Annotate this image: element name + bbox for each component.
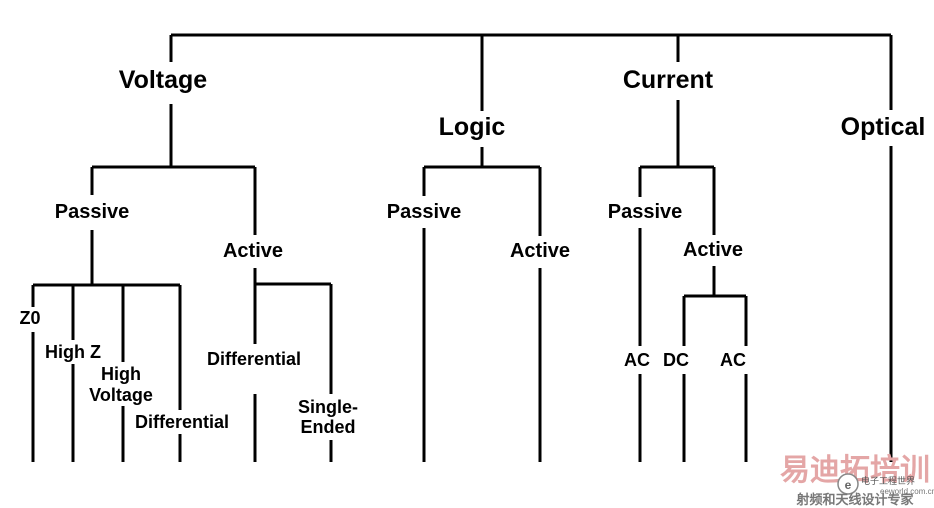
watermark-site: eeworld.com.cn bbox=[880, 487, 934, 496]
logic-active-label: Active bbox=[510, 240, 570, 262]
current-passive-ac-label: AC bbox=[624, 350, 650, 370]
single-ended-label-line2: Ended bbox=[300, 417, 355, 437]
voltage-passive-label: Passive bbox=[55, 201, 130, 223]
watermark-logo-text: 电子工程世界 bbox=[861, 475, 915, 487]
high-voltage-label-line1: High bbox=[101, 364, 141, 384]
current-active-ac-label: AC bbox=[720, 350, 746, 370]
eeworld-logo-icon bbox=[837, 473, 859, 495]
watermark: 易迪拓培训 e 电子工程世界 eeworld.com.cn 射频和天线设计专家 bbox=[780, 453, 934, 508]
logic-label: Logic bbox=[439, 113, 506, 141]
optical-label: Optical bbox=[841, 113, 926, 141]
current-label: Current bbox=[623, 66, 714, 94]
voltage-active-label: Active bbox=[223, 240, 283, 262]
current-active-label: Active bbox=[683, 239, 743, 261]
logic-passive-label: Passive bbox=[387, 201, 462, 223]
voltage-active-differential-label: Differential bbox=[207, 349, 301, 369]
svg-text:e: e bbox=[845, 478, 852, 492]
voltage-passive-differential-label: Differential bbox=[135, 412, 229, 432]
high-z-label: High Z bbox=[45, 342, 101, 362]
single-ended-label-line1: Single- bbox=[298, 397, 358, 417]
voltage-label: Voltage bbox=[119, 66, 208, 94]
connector-lines bbox=[31, 33, 893, 462]
z0-label: Z0 bbox=[19, 308, 40, 328]
watermark-subtitle: 射频和天线设计专家 bbox=[795, 492, 914, 508]
current-active-dc-label: DC bbox=[663, 350, 689, 370]
current-passive-label: Passive bbox=[608, 201, 683, 223]
high-voltage-label-line2: Voltage bbox=[89, 385, 153, 405]
